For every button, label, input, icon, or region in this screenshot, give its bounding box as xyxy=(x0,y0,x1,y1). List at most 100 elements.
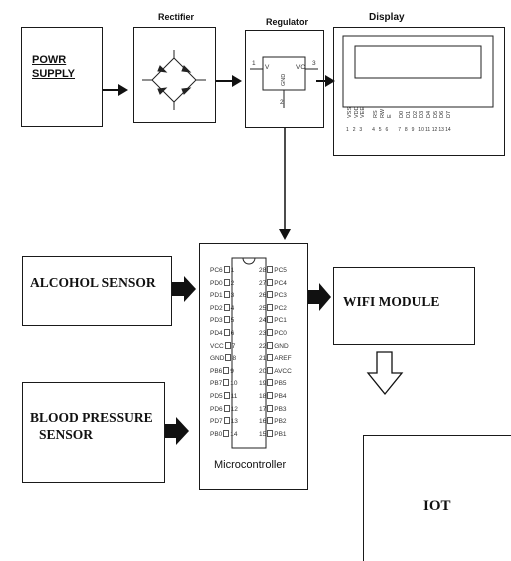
mcu-pin-number: 4 xyxy=(230,304,235,312)
pin-pad-icon xyxy=(267,291,274,299)
mcu-pin-name: PD1 xyxy=(210,292,223,300)
arrow-head-icon xyxy=(232,75,242,87)
mcu-pin-number: 2 xyxy=(230,279,235,287)
regulator-pin-v: V xyxy=(265,64,270,71)
bp-sensor-label-line1: BLOOD PRESSURE xyxy=(30,410,153,425)
pin-pad-icon xyxy=(223,266,230,273)
lcd-pin-number: 5 xyxy=(378,127,382,133)
regulator-pin-vo: VO xyxy=(296,64,306,71)
lcd-pin-label: D2 xyxy=(412,110,419,118)
lcd-pin-number: 14 xyxy=(445,127,451,133)
block-arrow-alcohol-to-mcu xyxy=(172,276,196,302)
lcd-pin-number: 1 xyxy=(346,127,349,133)
mcu-pin-name: GND xyxy=(210,355,225,363)
arrow-head-icon xyxy=(325,75,335,87)
mcu-pin-name: VCC xyxy=(210,342,224,350)
pin-pad-icon xyxy=(223,329,230,336)
display-block xyxy=(333,27,505,156)
mcu-pin-number: 25 xyxy=(259,304,267,312)
mcu-pin-name: PC1 xyxy=(274,317,287,325)
microcontroller-block xyxy=(199,243,308,490)
mcu-pin-name: PB5 xyxy=(274,380,287,388)
lcd-pin-label: RW xyxy=(379,108,386,118)
lcd-pin-label: VDD xyxy=(353,106,360,118)
pin-pad-icon xyxy=(267,392,274,399)
pin-pad-icon xyxy=(267,366,274,374)
power-supply-block: POWR SUPPLY xyxy=(21,27,103,127)
pin-pad-icon xyxy=(267,341,274,349)
mcu-left-pin: PD0 2 xyxy=(210,278,235,288)
display-title: Display xyxy=(369,12,405,23)
pin-pad-icon xyxy=(223,303,230,311)
mcu-pin-number: 16 xyxy=(259,418,267,426)
pin-pad-icon xyxy=(267,316,274,324)
mcu-pin-number: 28 xyxy=(259,267,267,274)
lcd-pin-number: 12 xyxy=(431,127,438,133)
pin-pad-icon xyxy=(223,366,230,374)
pin-pad-icon xyxy=(267,429,274,437)
pin-pad-icon xyxy=(223,278,230,286)
pin-pad-icon xyxy=(224,341,231,349)
mcu-pin-name: PB2 xyxy=(274,418,287,426)
wifi-module-block: WIFI MODULE xyxy=(333,267,475,345)
bridge-rectifier-icon xyxy=(142,50,206,110)
lcd-pin-number: 13 xyxy=(438,127,444,133)
mcu-pin-number: 15 xyxy=(259,430,267,438)
mcu-pin-name: PD3 xyxy=(210,317,223,325)
pin-pad-icon xyxy=(225,354,232,362)
mcu-pin-name: PD7 xyxy=(210,418,223,426)
lcd-pin-number: 8 xyxy=(404,127,408,133)
pin-pad-icon xyxy=(223,291,230,299)
lcd-screen-icon xyxy=(342,35,494,108)
pin-pad-icon xyxy=(267,354,274,362)
mcu-pin-number: 26 xyxy=(259,292,267,300)
lcd-pin-label: D3 xyxy=(419,110,426,118)
lcd-pin-number: 7 xyxy=(398,127,401,133)
iot-block: IOT xyxy=(363,435,511,561)
regulator-chip-icon xyxy=(250,56,318,108)
pin-pad-icon xyxy=(223,404,230,412)
lcd-pin-label: D6 xyxy=(439,110,446,118)
mcu-pin-name: PD0 xyxy=(210,279,223,287)
mcu-pin-number: 14 xyxy=(230,430,238,438)
lcd-pin-label: D5 xyxy=(432,110,439,118)
arrow-head-icon xyxy=(118,84,128,96)
mcu-pin-number: 11 xyxy=(230,393,238,400)
bp-sensor-label-line2: SENSOR xyxy=(39,427,94,442)
mcu-pin-name: PC4 xyxy=(274,279,287,287)
pin-pad-icon xyxy=(223,316,230,324)
lcd-pin-number: 10 xyxy=(418,127,424,133)
mcu-pin-number: 23 xyxy=(259,330,267,337)
mcu-pin-number: 20 xyxy=(259,367,267,375)
mcu-pin-name: PB0 xyxy=(210,430,223,438)
mcu-pin-number: 21 xyxy=(259,355,267,363)
lcd-pin-number: 3 xyxy=(359,127,363,133)
lcd-pin-label: D4 xyxy=(426,110,432,118)
lcd-pin-number: 2 xyxy=(352,127,356,133)
mcu-pin-name: PC5 xyxy=(274,267,287,274)
mcu-pin-name: PC2 xyxy=(274,304,287,312)
pin-pad-icon xyxy=(223,379,230,387)
mcu-pin-name: PB3 xyxy=(274,405,287,413)
regulator-block xyxy=(245,30,324,128)
mcu-pin-number: 17 xyxy=(259,405,267,413)
pin-pad-icon xyxy=(267,404,274,412)
mcu-pin-number: 19 xyxy=(259,380,267,388)
mcu-pin-name: PB6 xyxy=(210,367,223,375)
lcd-pin-number: 11 xyxy=(425,127,431,133)
lcd-pin-number: 9 xyxy=(411,127,415,133)
pin-pad-icon xyxy=(223,392,230,399)
microcontroller-label: Microcontroller xyxy=(214,459,287,471)
